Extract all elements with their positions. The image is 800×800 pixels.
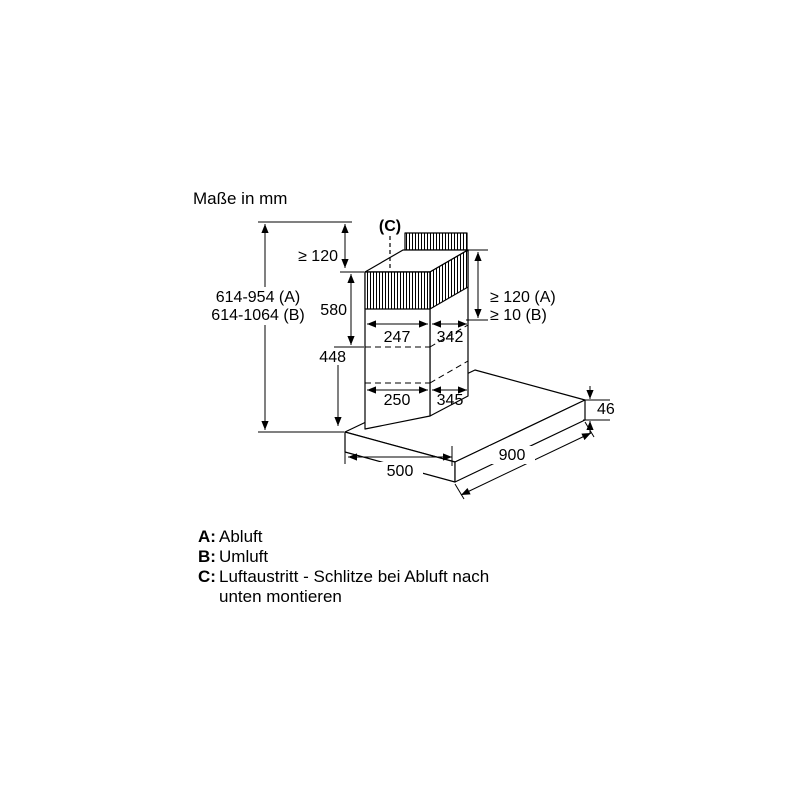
dim-label-height-exhaust: 614-954 (A) [216, 289, 301, 306]
dim-label-448: 448 [319, 349, 346, 366]
dimension-lines [261, 224, 594, 496]
dim-label-247: 247 [384, 329, 411, 346]
legend-key-a: A: [198, 527, 216, 546]
legend-label-c-line1: Luftaustritt - Schlitze bei Abluft nach [219, 567, 489, 586]
dim-label-height-recirc: 614-1064 (B) [211, 307, 304, 324]
dim-label-46: 46 [597, 401, 615, 418]
label-backgrounds [196, 287, 535, 480]
legend-key-b: B: [198, 547, 216, 566]
legend-label-b: Umluft [219, 547, 268, 566]
marker-c-label: (C) [379, 218, 401, 235]
dim-label-342: 342 [437, 329, 464, 346]
dim-label-345: 345 [437, 392, 464, 409]
legend-label-c-line2: unten montieren [219, 587, 342, 606]
dim-label-ceiling-clearance: ≥ 120 [298, 248, 338, 265]
extension-lines [258, 221, 610, 500]
legend-label-a: Abluft [219, 527, 263, 546]
legend-key-c: C: [198, 567, 216, 586]
dim-label-500: 500 [387, 463, 414, 480]
dim-label-slit-clearance-recirc: ≥ 10 (B) [490, 307, 547, 324]
side-slits-band [429, 249, 469, 310]
page-title: Maße in mm [193, 189, 287, 208]
dim-label-250: 250 [384, 392, 411, 409]
rear-slits-panel [404, 232, 468, 251]
dim-label-slit-clearance-exhaust: ≥ 120 (A) [490, 289, 556, 306]
front-slits-band [364, 271, 431, 310]
legend: A: Abluft B: Umluft C: Luftaustritt - Sc… [198, 527, 489, 606]
dim-label-580: 580 [320, 302, 347, 319]
dim-label-900: 900 [499, 447, 526, 464]
telescopic-joint-lines [365, 324, 469, 384]
